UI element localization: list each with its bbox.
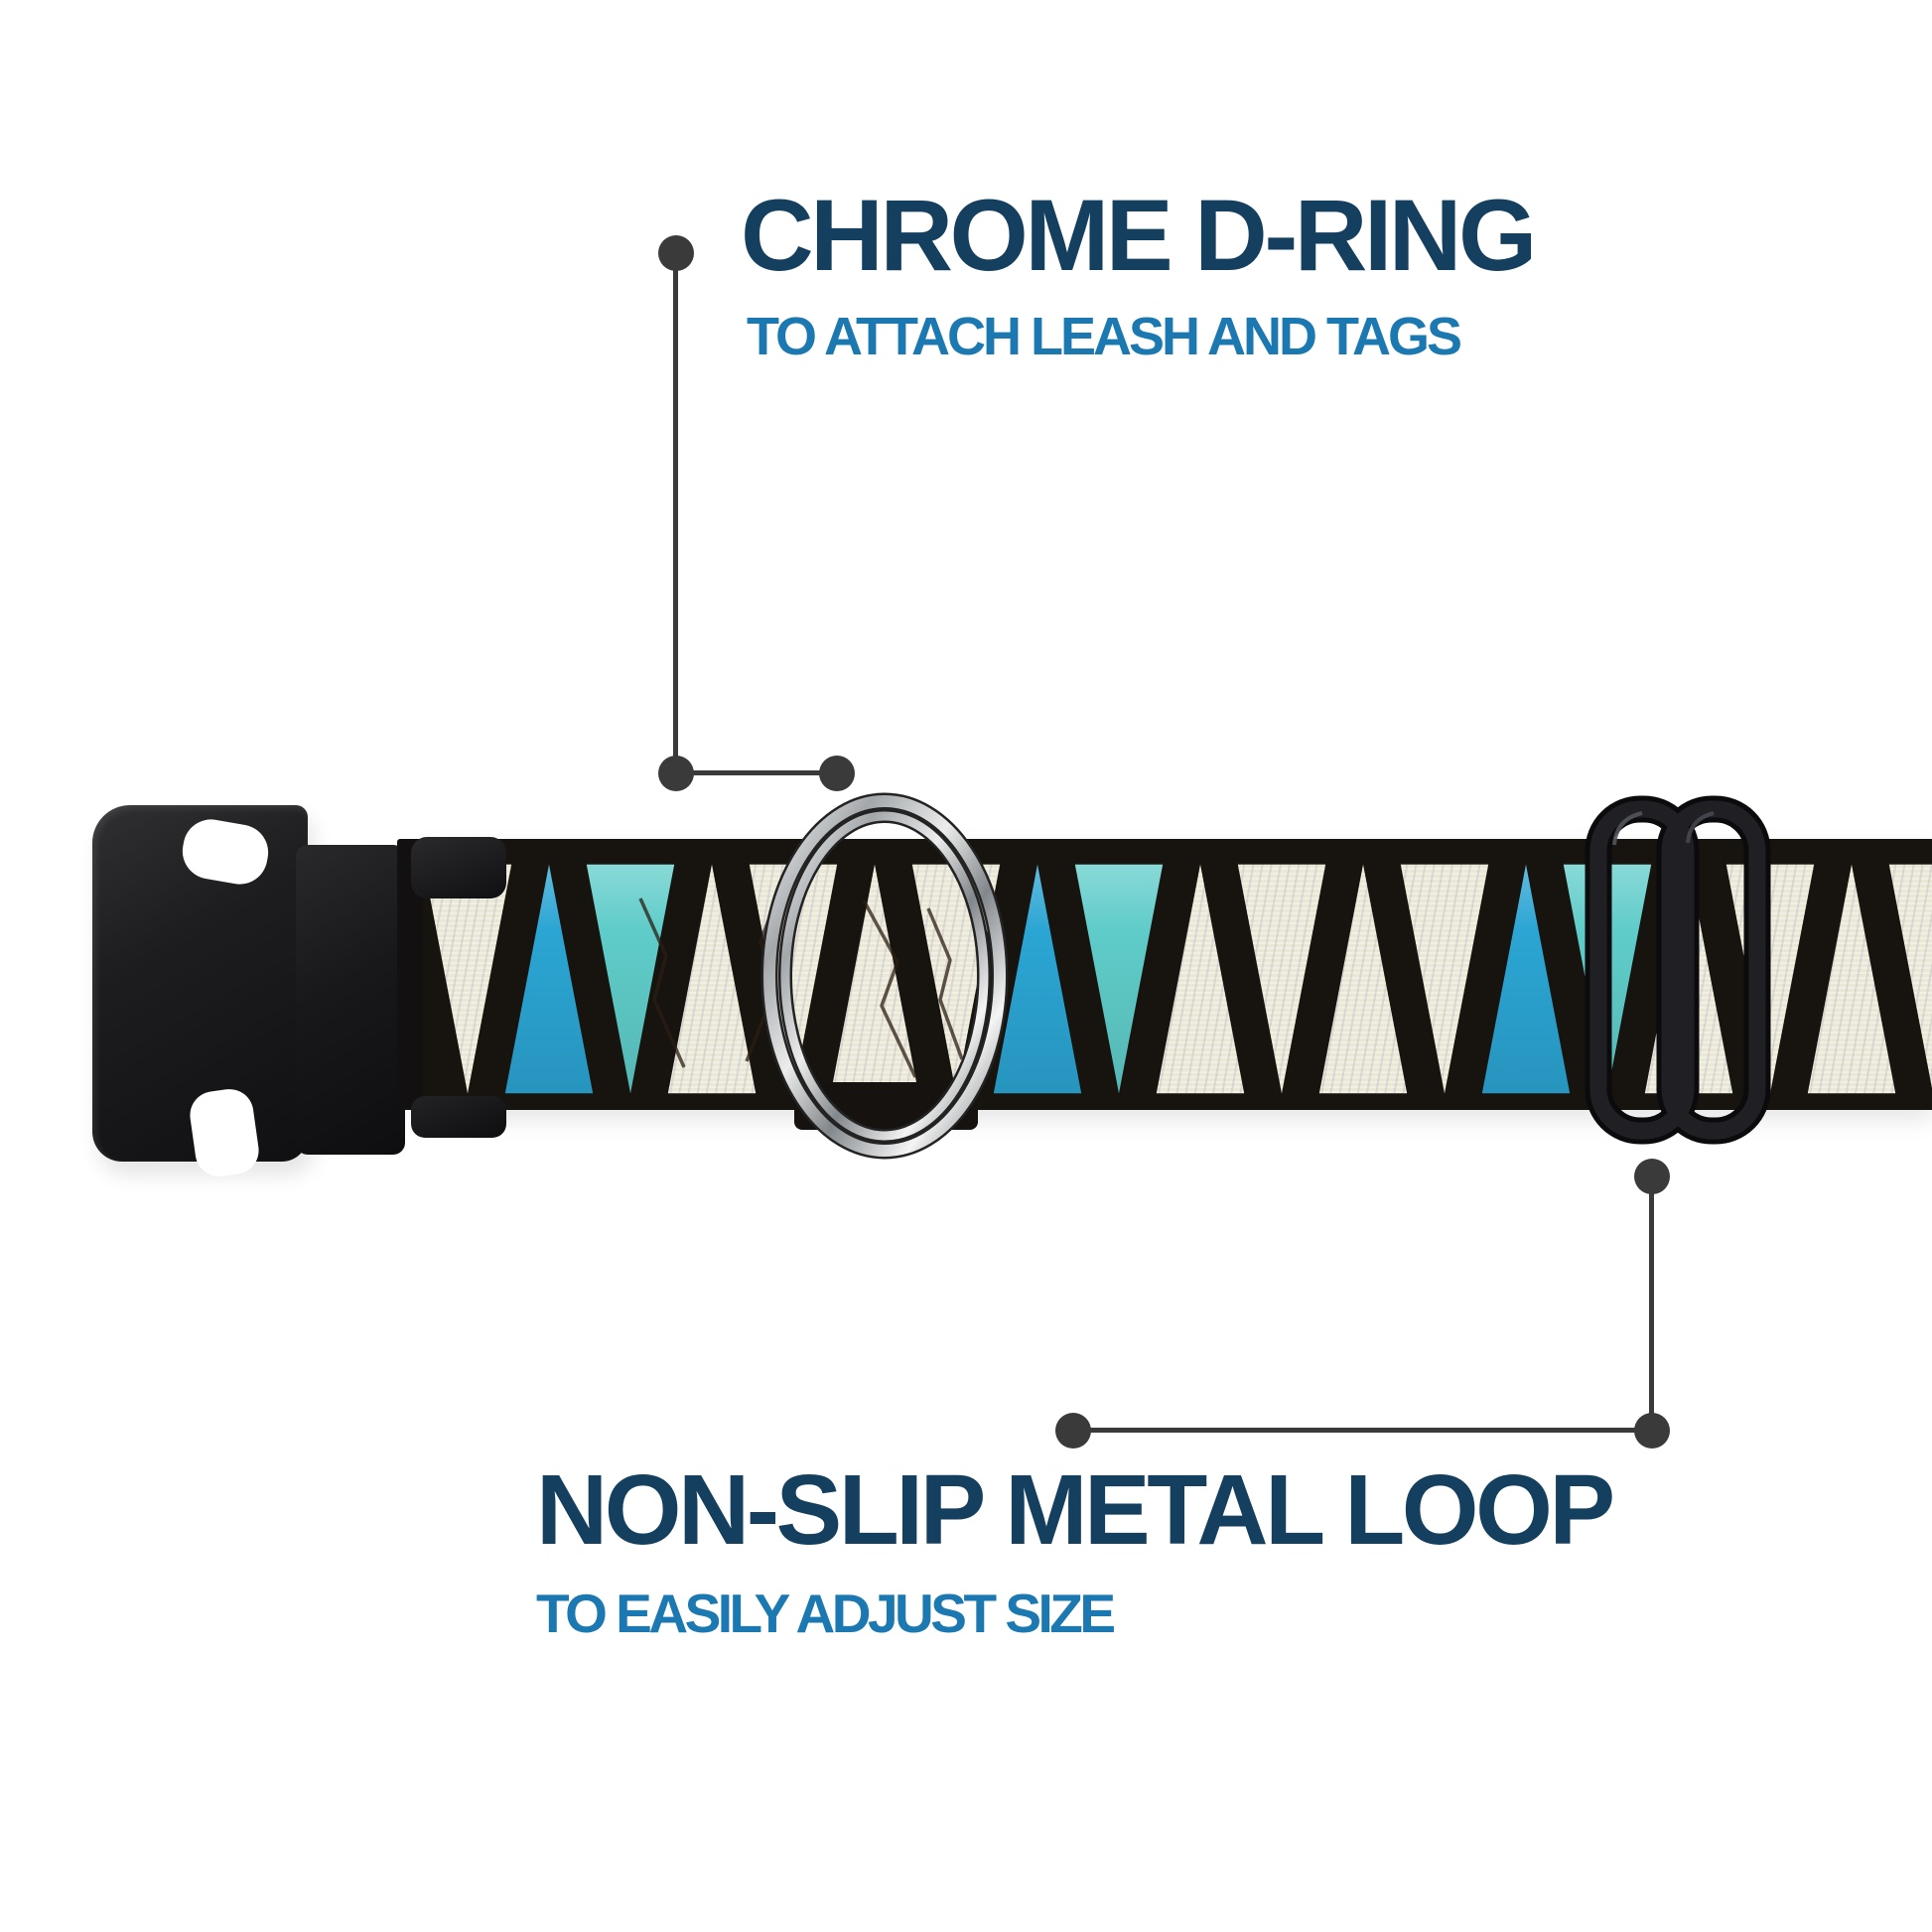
buckle-male-bar: [411, 1096, 506, 1138]
callout-dot: [1055, 1413, 1091, 1449]
bottom-callout-title: NON-SLIP METAL LOOP: [536, 1454, 1615, 1566]
callout-line-horizontal: [676, 770, 837, 775]
slide-loop-icon: [1585, 795, 1771, 1145]
callout-line-vertical: [1649, 1176, 1654, 1431]
chrome-d-ring-icon: [760, 792, 1009, 1160]
callout-line-vertical: [673, 253, 678, 773]
buckle-male-bar: [411, 837, 506, 898]
collar-webbing-strap: [412, 839, 1932, 1110]
callout-dot: [819, 756, 855, 791]
top-callout-subtitle: TO ATTACH LEASH AND TAGS: [747, 307, 1462, 366]
callout-line-horizontal: [1073, 1428, 1652, 1433]
top-callout-title: CHROME D-RING: [741, 179, 1537, 292]
buckle-step: [296, 845, 405, 1155]
bottom-callout-subtitle: TO EASILY ADJUST SIZE: [536, 1583, 1116, 1644]
